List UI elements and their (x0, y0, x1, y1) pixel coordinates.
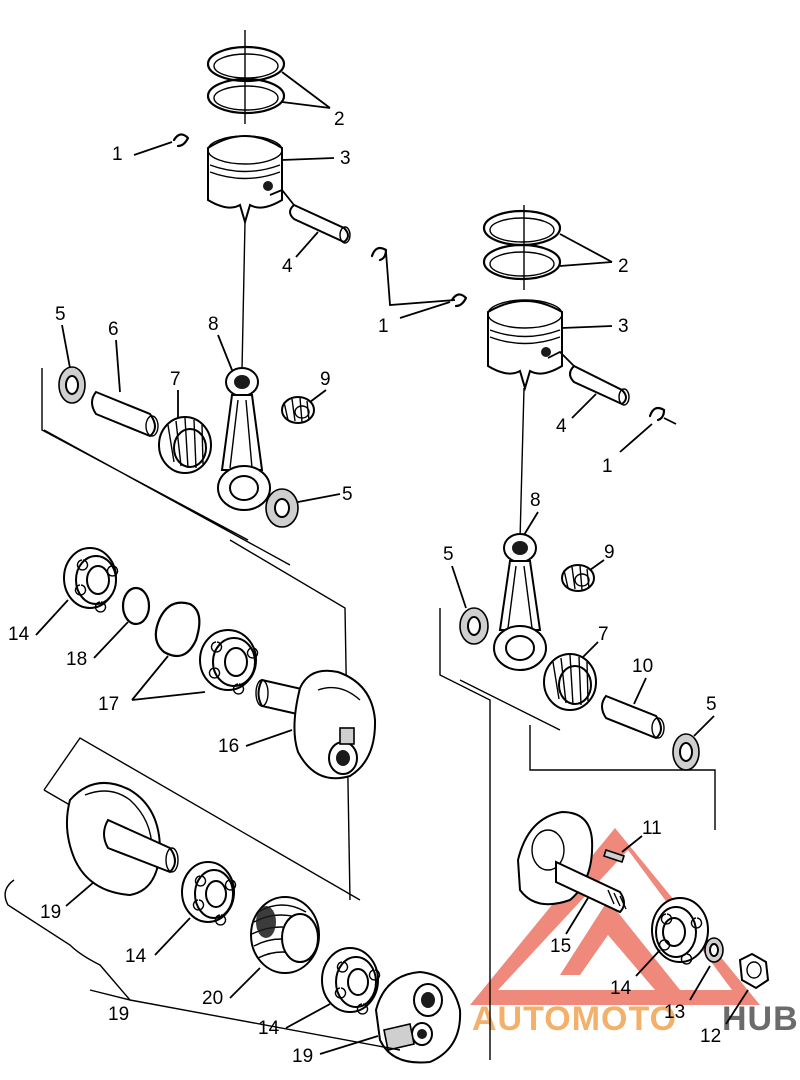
callout-3-left: 3 (340, 148, 351, 169)
left-snap-ring-18 (121, 586, 151, 626)
callout-14-left-a: 14 (8, 624, 30, 645)
right-crank-half-group (516, 810, 770, 990)
callout-14-right: 14 (610, 978, 632, 999)
right-ball-bearing-14 (651, 897, 709, 965)
callout-5-left-a: 5 (55, 304, 66, 325)
callout-16-left: 16 (218, 736, 239, 757)
callout-19-left-b: 19 (108, 1004, 129, 1025)
lower-crank-assembly (43, 737, 462, 1064)
callout-17-left: 17 (98, 694, 119, 715)
callout-5-right-b: 5 (706, 694, 717, 715)
callout-5-left-b: 5 (342, 484, 353, 505)
callout-11-right: 11 (642, 818, 662, 839)
callout-3-right: 3 (618, 316, 629, 337)
callout-12-right: 12 (700, 1026, 721, 1047)
right-piston-ring-lower (482, 243, 562, 281)
right-circlip-1a (450, 293, 468, 308)
left-ball-bearing-17 (199, 629, 259, 695)
right-connecting-rod-8 (493, 533, 547, 671)
callout-1-right-b: 1 (602, 456, 613, 477)
left-piston-ring-upper (206, 45, 286, 83)
callout-20-left: 20 (202, 988, 223, 1009)
ball-bearing-14b (181, 861, 237, 926)
left-crank-pin-6 (91, 390, 156, 438)
watermark-text-automoto: AUTOMOTO (472, 1000, 677, 1038)
labyrinth-seal-20 (250, 896, 320, 974)
callout-13-right: 13 (664, 1002, 685, 1023)
callout-10-right: 10 (632, 656, 653, 677)
right-crank-half-15 (516, 810, 627, 914)
left-circlip-1a (172, 133, 190, 148)
right-piston-ring-upper (482, 209, 562, 247)
watermark-triangle-icon (470, 828, 760, 1005)
callout-2-left: 2 (334, 109, 345, 130)
left-connecting-rod-group (41, 366, 351, 901)
left-needle-bearing-7 (158, 416, 212, 474)
left-piston-assembly (172, 30, 456, 371)
left-wrist-pin (289, 203, 349, 244)
woodruff-key-11 (602, 848, 626, 864)
callout-4-left: 4 (282, 256, 293, 277)
right-piston (487, 300, 563, 392)
left-piston-ring-lower (206, 77, 286, 115)
hex-nut-12 (738, 952, 770, 990)
ball-bearing-14c (321, 947, 381, 1015)
callout-19-left-a: 19 (40, 902, 61, 923)
left-crank-half-16 (255, 669, 377, 780)
callout-7-left: 7 (170, 369, 181, 390)
left-crank-half-group (63, 547, 377, 780)
callout-15-right: 15 (550, 936, 571, 957)
crank-half-19a (65, 782, 179, 897)
left-snap-ring-17 (154, 601, 201, 658)
right-piston-assembly (450, 205, 677, 541)
callout-19-left-c: 19 (292, 1046, 313, 1067)
right-circlip-1b (648, 406, 666, 422)
callout-2-right: 2 (618, 256, 629, 277)
callout-9-right: 9 (604, 542, 615, 563)
left-needle-bearing-9 (281, 396, 315, 424)
right-needle-bearing-9 (561, 564, 595, 592)
callout-8-left: 8 (208, 314, 219, 335)
callout-14-left-b: 14 (125, 946, 147, 967)
left-connecting-rod-8 (217, 367, 271, 511)
callout-18-left: 18 (66, 649, 87, 670)
callout-4-right: 4 (556, 416, 567, 437)
crank-half-19c (374, 970, 462, 1064)
callout-8-right: 8 (530, 490, 541, 511)
callout-5-right-a: 5 (443, 544, 454, 565)
right-needle-bearing-7 (543, 653, 597, 711)
watermark-logo: AUTOMOTO HUB (470, 828, 799, 1038)
callout-7-right: 7 (598, 624, 609, 645)
callout-1-right-a: 1 (378, 316, 389, 337)
right-wrist-pin (569, 364, 627, 406)
left-circlip-pin (370, 246, 388, 262)
callout-6-left: 6 (108, 319, 119, 340)
callout-1-left-a: 1 (112, 144, 123, 165)
callout-9-left: 9 (320, 369, 331, 390)
right-connecting-rod-group (439, 533, 716, 1060)
callout-14-left-c: 14 (258, 1018, 280, 1039)
left-ball-bearing-14a (63, 547, 119, 613)
watermark-text-hub: HUB (722, 1000, 799, 1038)
